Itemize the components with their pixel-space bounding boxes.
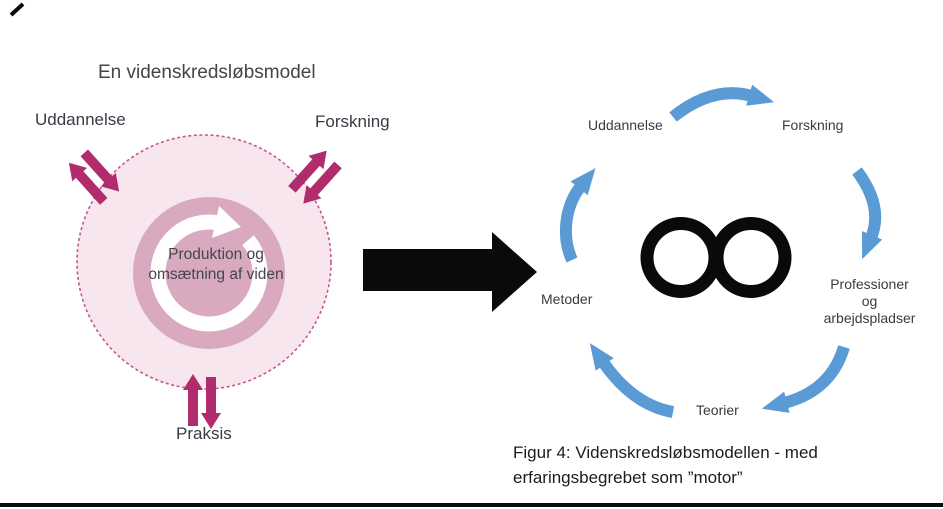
exchange-arrows-forskning xyxy=(288,150,342,204)
label-uddannelse-left: Uddannelse xyxy=(35,110,126,129)
label-praksis: Praksis xyxy=(176,424,232,443)
cycle-refresh-icon xyxy=(133,197,285,349)
arrow-forskning-to-professioner xyxy=(852,167,883,260)
bottom-divider xyxy=(0,503,943,507)
exchange-arrows-uddannelse xyxy=(68,149,120,205)
arrow-metoder-to-uddannelse xyxy=(559,168,596,263)
corner-mark xyxy=(9,2,25,17)
left-diagram-title: En videnskredsløbsmodel xyxy=(98,62,316,83)
transform-right-arrow xyxy=(363,232,537,312)
label-forskning-right: Forskning xyxy=(782,117,844,133)
exchange-arrows-praksis xyxy=(183,374,221,429)
arrow-professioner-to-teorier xyxy=(761,345,850,413)
infinity-icon xyxy=(640,217,792,298)
circle-center-text: Produktion og omsætning af viden xyxy=(148,246,284,283)
label-uddannelse-right: Uddannelse xyxy=(588,117,663,133)
arrow-teorier-to-metoder xyxy=(589,343,675,418)
label-metoder: Metoder xyxy=(541,291,593,307)
label-professioner: Professioner og arbejdspladser xyxy=(823,276,916,326)
figure-caption: Figur 4: Videnskredsløbsmodellen - med e… xyxy=(513,443,818,487)
arrow-uddannelse-to-forskning xyxy=(669,84,775,122)
label-forskning-left: Forskning xyxy=(315,112,390,131)
label-teorier: Teorier xyxy=(696,402,739,418)
